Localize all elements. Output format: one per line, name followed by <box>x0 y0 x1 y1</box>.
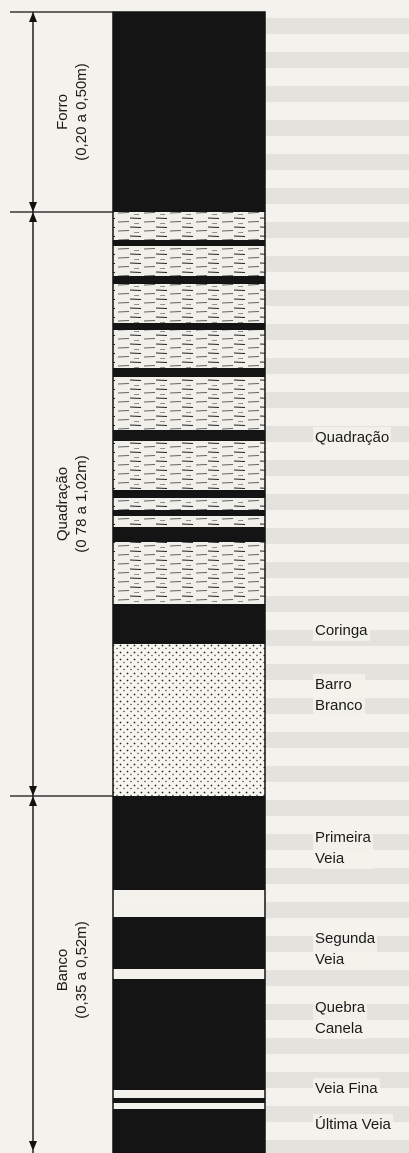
quebra-canela-band <box>113 979 265 1090</box>
layer-label-quebra-canela: Quebra Canela <box>313 997 368 1039</box>
zone-label-quadracao: Quadração (0 78 a 1,02m) <box>53 455 91 553</box>
primeira-veia-band <box>113 796 265 890</box>
zone-forro-name: Forro <box>54 94 71 130</box>
layer-label-barro-branco: Barro Branco <box>313 674 365 716</box>
quadracao-parting-5 <box>113 430 265 441</box>
zone-label-banco: Banco (0,35 a 0,52m) <box>53 921 91 1019</box>
quadracao-parting-3 <box>113 323 265 330</box>
zone-forro-range: (0,20 a 0,50m) <box>73 63 90 161</box>
arrow-banco-top <box>29 796 37 806</box>
parting-band-c <box>113 969 265 979</box>
arrow-forro-bottom <box>29 202 37 212</box>
zone-quadracao-name: Quadração <box>54 466 71 542</box>
arrow-banco-bottom <box>29 1141 37 1151</box>
zone-quadracao-range: (0 78 a 1,02m) <box>73 455 90 553</box>
quadracao-parting-4 <box>113 368 265 377</box>
parting-band-e <box>113 1103 265 1109</box>
column-outline <box>112 11 266 1153</box>
zone-label-forro: Forro (0,20 a 0,50m) <box>53 63 91 161</box>
layer-label-coringa: Coringa <box>313 620 370 641</box>
coringa-band <box>113 604 265 644</box>
parting-band-b <box>113 908 265 917</box>
quadracao-parting-8 <box>113 527 265 542</box>
quadracao-parting-7 <box>113 510 265 516</box>
arrow-quadracao-top <box>29 212 37 222</box>
barro-branco-band <box>113 644 265 796</box>
layer-label-veia-fina: Veia Fina <box>313 1078 380 1099</box>
parting-band-d <box>113 1090 265 1098</box>
veia-fina-band <box>113 1098 265 1103</box>
ultima-veia-band <box>113 1109 265 1153</box>
quadracao-parting-1 <box>113 240 265 246</box>
forro-coal-band <box>113 12 265 212</box>
quadracao-parting-6 <box>113 490 265 498</box>
parting-band-a <box>113 890 265 897</box>
zone-banco-name: Banco <box>54 948 71 992</box>
zone-banco-range: (0,35 a 0,52m) <box>73 921 90 1019</box>
layer-label-segunda-veia: Segunda Veia <box>313 928 378 970</box>
layer-label-ultima-veia: Última Veia <box>313 1114 393 1135</box>
segunda-veia-band <box>113 917 265 969</box>
arrow-quadracao-bottom <box>29 786 37 796</box>
layer-label-primeira-veia: Primeira Veia <box>313 827 373 869</box>
quadracao-parting-2 <box>113 276 265 284</box>
layer-label-quadracao: Quadração <box>313 427 392 448</box>
arrow-forro-top <box>29 12 37 22</box>
quadracao-shale-band <box>113 212 265 604</box>
